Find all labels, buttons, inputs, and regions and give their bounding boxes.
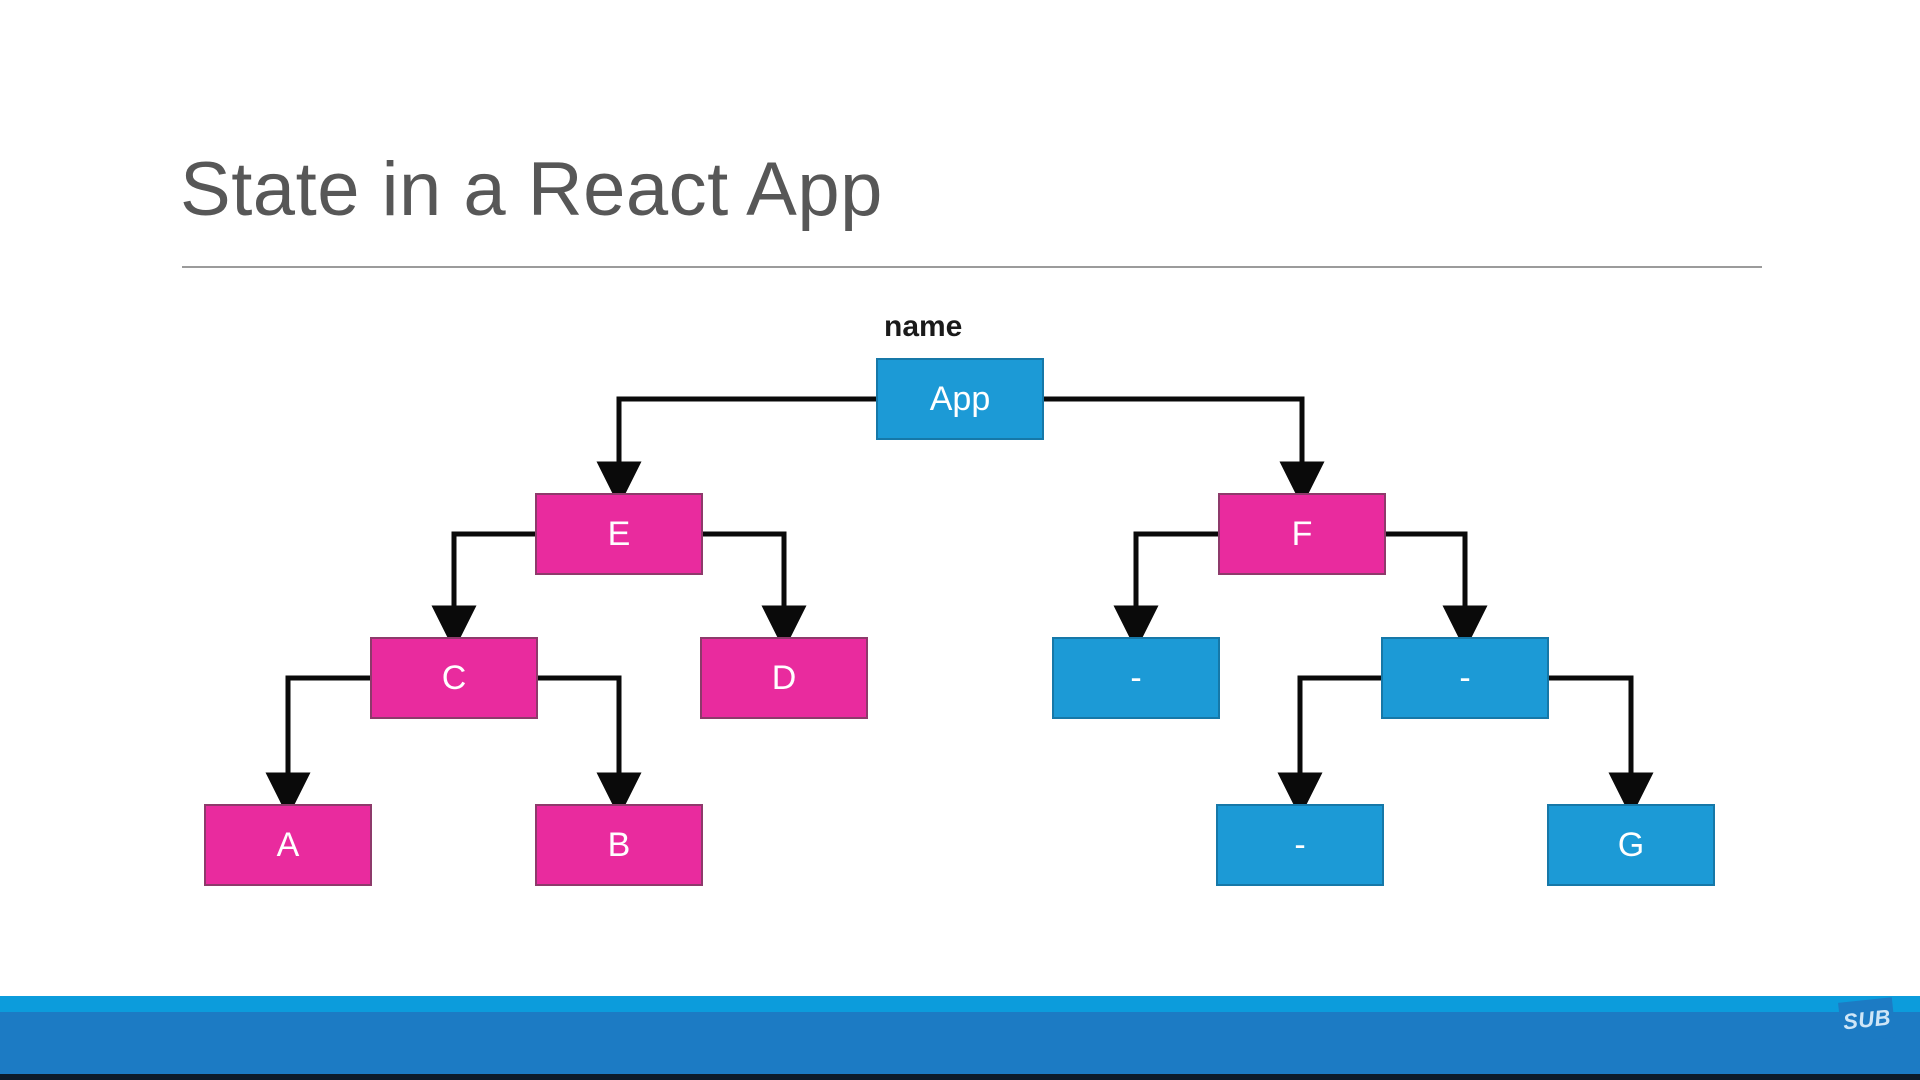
footer-bar [0,1012,1920,1074]
footer-shadow-edge [0,1074,1920,1080]
diagram-node-c: C [370,637,538,719]
diagram-node-label: - [1459,659,1471,697]
diagram-node-f1: - [1052,637,1220,719]
diagram-node-label: App [929,380,991,418]
diagram-node-g1: - [1216,804,1384,886]
diagram-node-a: A [204,804,372,886]
diagram-node-f2: - [1381,637,1549,719]
diagram-node-label: F [1291,515,1313,553]
diagram-node-label: - [1294,826,1306,864]
sub-logo: SUB [1838,997,1896,1043]
diagram-node-e: E [535,493,703,575]
diagram-node-f: F [1218,493,1386,575]
edge-c-to-a [265,675,370,818]
diagram-node-d: D [700,637,868,719]
footer-accent-stripe [0,996,1920,1012]
diagram-node-label: E [607,515,631,553]
diagram-node-label: C [441,659,467,697]
field-label-name: name [884,310,963,343]
edge-e-to-c [431,531,535,651]
edge-f2-to-g [1549,675,1654,818]
edge-f-to-f2 [1386,531,1488,651]
diagram-node-app: App [876,358,1044,440]
diagram-node-label: - [1130,659,1142,697]
title-divider [182,266,1762,268]
edge-app-to-e [596,396,876,507]
diagram-node-b: B [535,804,703,886]
page-title: State in a React App [180,147,883,232]
diagram-node-g: G [1547,804,1715,886]
edge-f-to-f1 [1113,531,1218,651]
edge-f2-to-g1 [1277,675,1381,818]
diagram-node-label: D [771,659,797,697]
diagram-node-label: B [607,826,631,864]
edge-c-to-b [538,675,642,818]
edge-app-to-f [1044,396,1325,507]
diagram-node-label: A [276,826,300,864]
diagram-node-label: G [1617,826,1645,864]
edge-e-to-d [703,531,807,651]
